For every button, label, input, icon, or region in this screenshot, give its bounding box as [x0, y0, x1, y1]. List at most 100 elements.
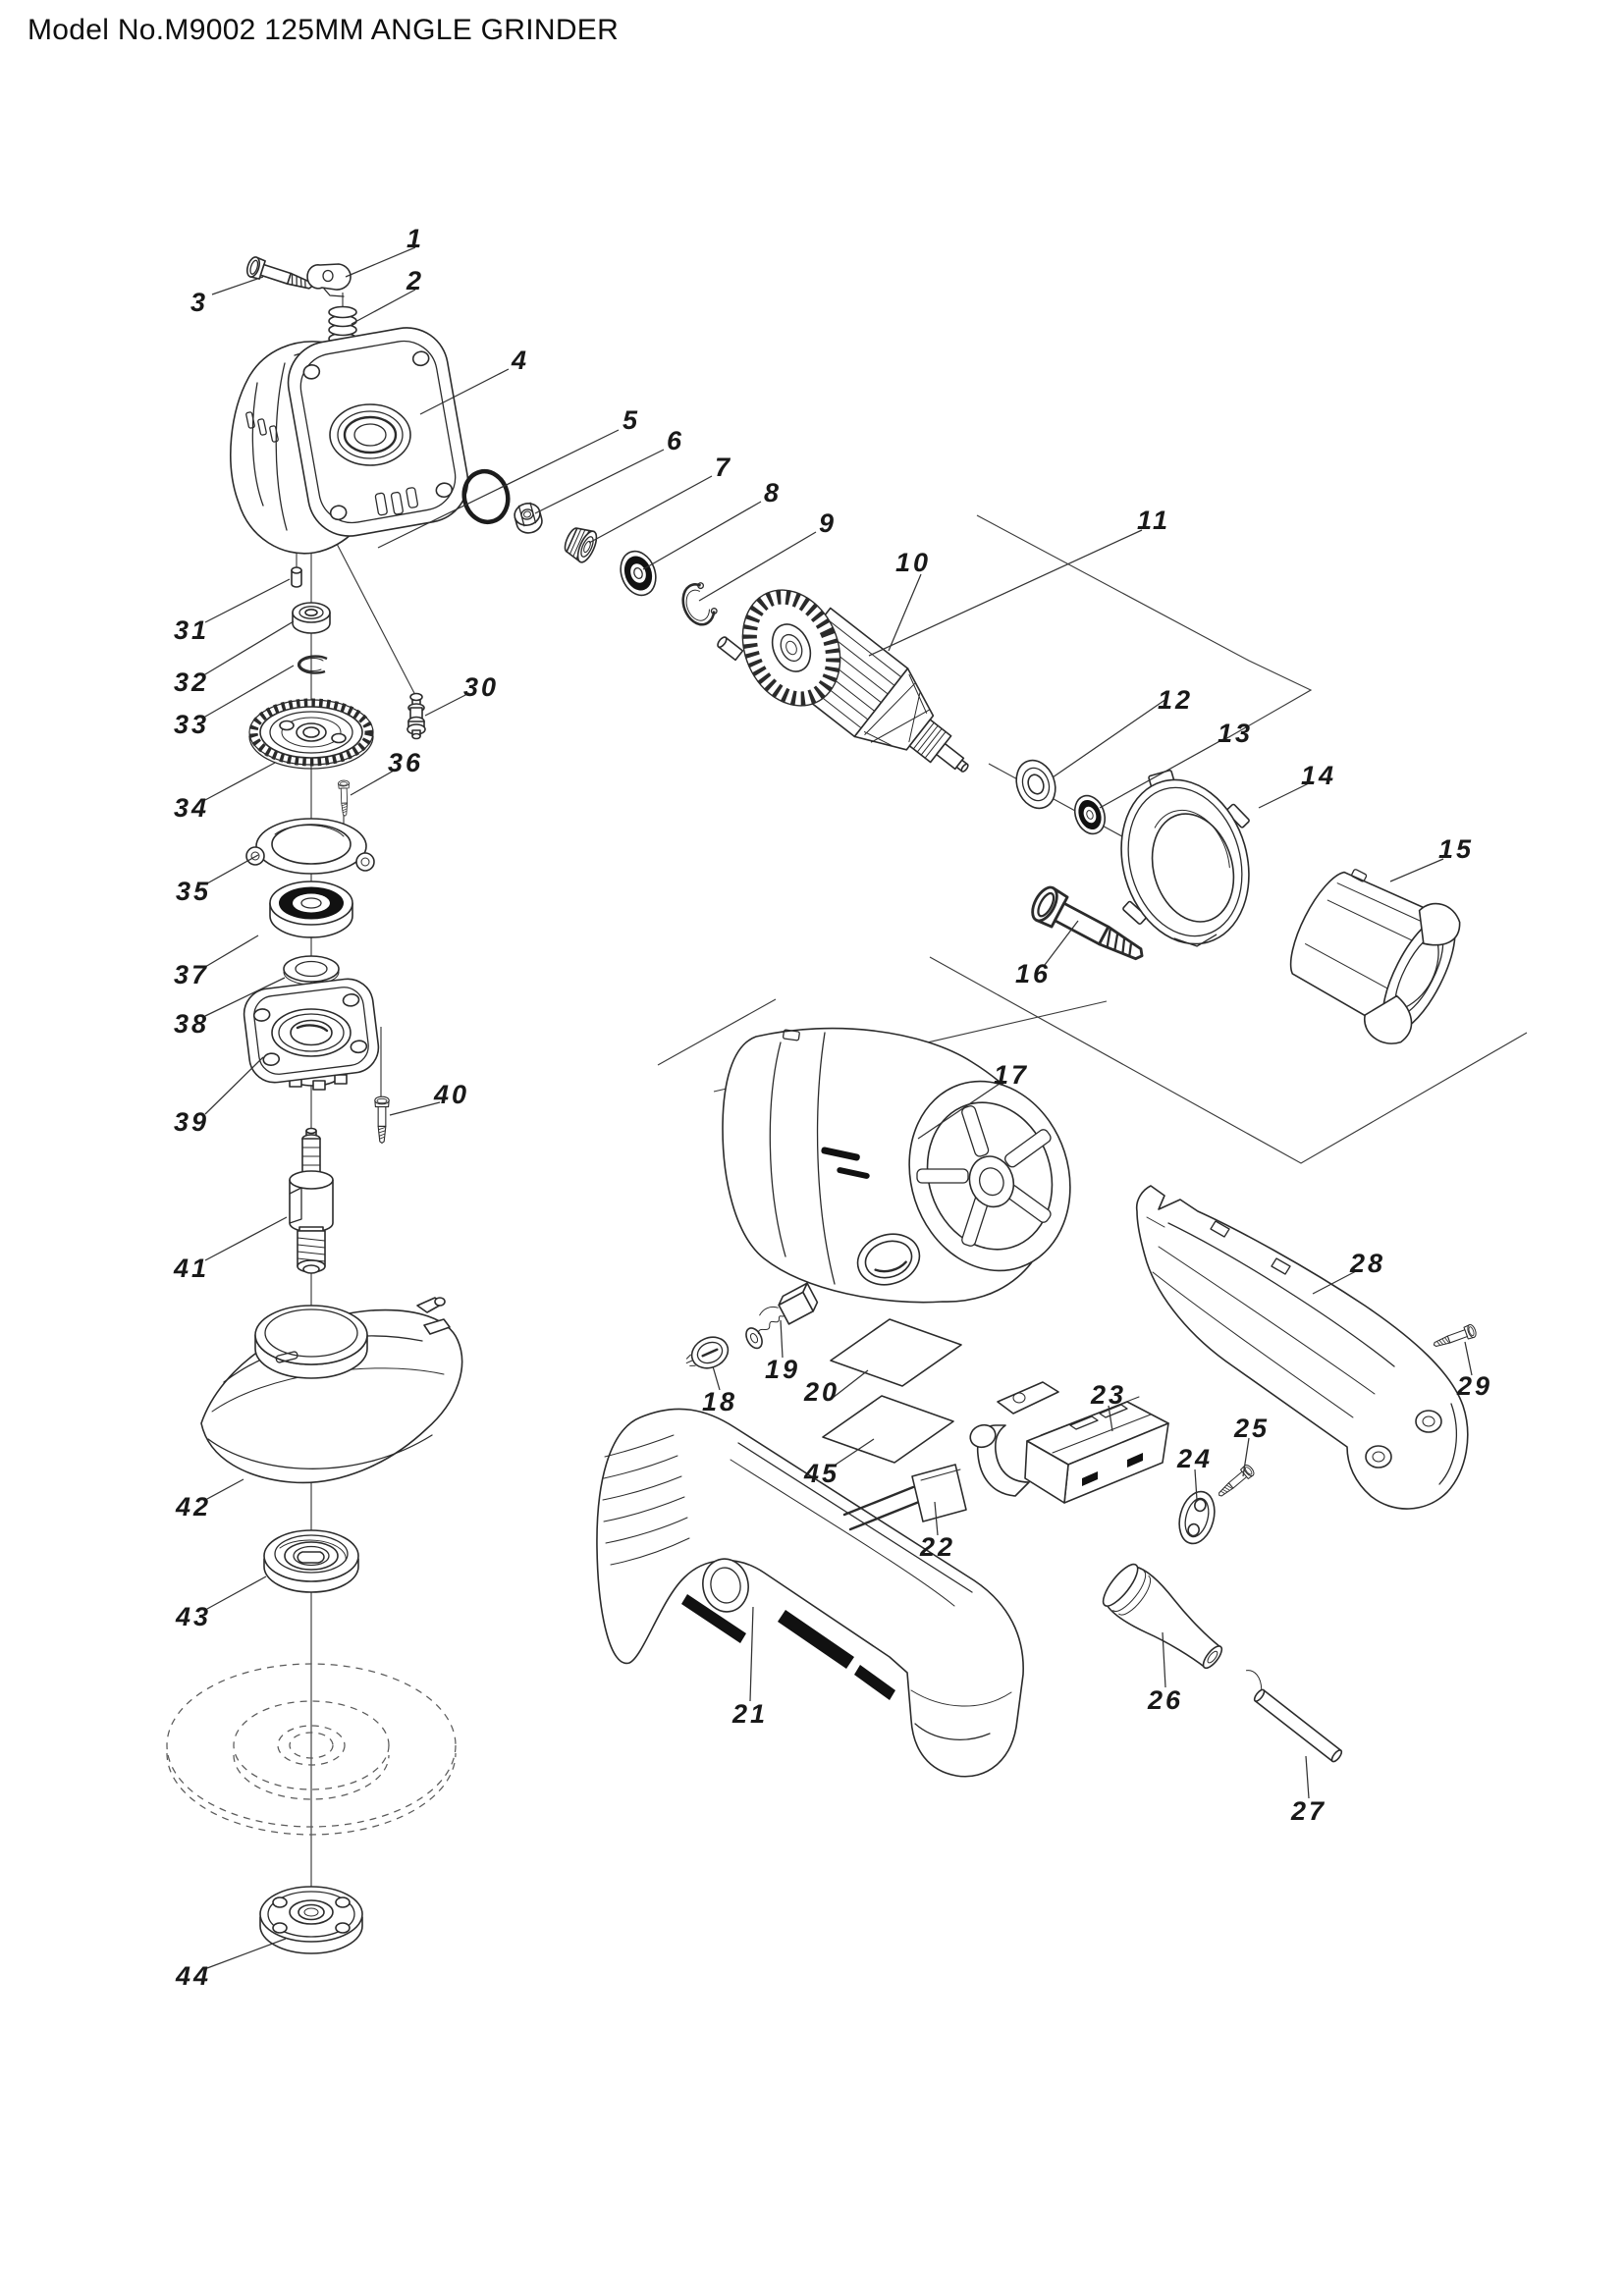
part-label-8: 8 — [764, 478, 782, 507]
part-number-labels: 1234567891011121314151617181920212223242… — [173, 224, 1492, 1991]
leader-line-5 — [377, 429, 620, 549]
snap-ring-33 — [297, 655, 328, 674]
part-label-10: 10 — [895, 548, 931, 577]
part-label-45: 45 — [803, 1459, 839, 1488]
part-label-17: 17 — [994, 1060, 1029, 1090]
ball-bearing-13 — [1073, 794, 1107, 835]
leader-line-1 — [345, 246, 416, 278]
part-label-31: 31 — [174, 615, 209, 645]
pin-31 — [291, 566, 302, 588]
part-label-16: 16 — [1015, 959, 1051, 988]
grinding-wheel-dashed — [166, 1663, 457, 1836]
leader-line-34 — [204, 762, 276, 801]
leader-line-42 — [206, 1478, 244, 1500]
part-label-3: 3 — [190, 288, 208, 317]
part-label-2: 2 — [406, 266, 424, 295]
part-label-26: 26 — [1147, 1685, 1183, 1715]
part-label-9: 9 — [819, 508, 837, 538]
handle-cover-28 — [1135, 1185, 1469, 1510]
leader-line-3 — [211, 276, 264, 295]
stopper-pin-30 — [406, 692, 426, 740]
leader-line-38 — [204, 977, 286, 1017]
screw-29 — [1431, 1322, 1479, 1352]
brush-holder-cap-18 — [685, 1336, 730, 1369]
leader-line-32 — [204, 620, 295, 675]
lock-button-1 — [306, 263, 352, 297]
part-label-37: 37 — [174, 960, 209, 989]
leader-line-16 — [1044, 920, 1079, 966]
wheel-guard-42 — [200, 1297, 463, 1484]
leader-line-35 — [206, 854, 259, 884]
leader-line-36 — [350, 770, 395, 796]
part-label-42: 42 — [175, 1492, 211, 1522]
screw-40 — [374, 1095, 390, 1144]
part-label-44: 44 — [175, 1961, 211, 1991]
leader-line-23 — [1108, 1405, 1113, 1432]
part-label-19: 19 — [765, 1355, 800, 1384]
baffle-plate-14 — [1120, 770, 1250, 947]
leader-line-25 — [1242, 1437, 1250, 1477]
page-title: Model No.M9002 125MM ANGLE GRINDER — [27, 14, 620, 46]
fan-10 — [741, 589, 841, 707]
ball-bearing-32 — [292, 602, 331, 634]
leader-line-39 — [204, 1056, 264, 1115]
carbon-brush-19 — [745, 1282, 819, 1350]
motor-housing-17 — [722, 1027, 1071, 1304]
leader-line-4 — [419, 368, 510, 415]
leader-line-30 — [424, 692, 470, 717]
leader-line-45 — [832, 1438, 875, 1468]
leader-line-17 — [917, 1083, 1001, 1140]
ball-bearing-8 — [620, 550, 657, 597]
leader-line-6 — [534, 449, 665, 514]
part-label-22: 22 — [919, 1532, 955, 1562]
tapping-screw-3 — [244, 254, 317, 297]
part-label-39: 39 — [174, 1107, 209, 1137]
part-label-13: 13 — [1218, 719, 1253, 748]
part-label-33: 33 — [174, 710, 209, 739]
pinion-sleeve-7 — [564, 527, 598, 563]
leader-line-31 — [204, 578, 291, 623]
retaining-ring-9 — [681, 582, 718, 626]
gear-housing-4 — [230, 327, 469, 555]
leader-line-37 — [204, 934, 259, 968]
hex-nut-6 — [514, 502, 543, 534]
leader-line-9 — [698, 531, 817, 602]
screw-36 — [338, 779, 352, 817]
bearing-box-39 — [243, 978, 380, 1091]
spindle-41 — [289, 1127, 334, 1274]
leader-line-29 — [1464, 1341, 1473, 1376]
ball-bearing-37 — [269, 881, 353, 938]
part-label-28: 28 — [1349, 1249, 1385, 1278]
leader-line-7 — [588, 475, 713, 544]
part-label-32: 32 — [174, 667, 209, 697]
handle-housing-21 — [596, 1408, 1024, 1778]
leader-line-12 — [1052, 698, 1167, 778]
leader-line-8 — [642, 501, 762, 570]
part-label-38: 38 — [174, 1009, 209, 1039]
leader-line-14 — [1258, 781, 1312, 809]
side-grip-26 — [1102, 1563, 1223, 1670]
leader-line-28 — [1312, 1270, 1357, 1295]
part-label-25: 25 — [1233, 1414, 1270, 1443]
part-label-21: 21 — [731, 1699, 768, 1729]
leader-line-18 — [712, 1365, 721, 1391]
part-label-27: 27 — [1290, 1796, 1326, 1826]
retainer-plate-35 — [245, 818, 375, 875]
part-label-18: 18 — [702, 1387, 737, 1416]
leader-line-40 — [389, 1101, 441, 1116]
part-label-7: 7 — [715, 453, 732, 482]
leader-line-10 — [888, 573, 922, 652]
leader-line-24 — [1194, 1468, 1198, 1501]
part-label-34: 34 — [174, 793, 209, 823]
leader-line-43 — [206, 1575, 267, 1610]
leader-line-11 — [868, 529, 1143, 657]
part-label-29: 29 — [1456, 1371, 1492, 1401]
leader-line-19 — [780, 1319, 784, 1359]
label-plate-45 — [822, 1395, 954, 1464]
leader-line-22 — [934, 1501, 939, 1536]
part-label-36: 36 — [388, 748, 423, 777]
spiral-bevel-gear-34 — [248, 698, 374, 770]
handle-rod-27 — [1245, 1670, 1343, 1763]
lock-nut-44 — [259, 1886, 363, 1954]
